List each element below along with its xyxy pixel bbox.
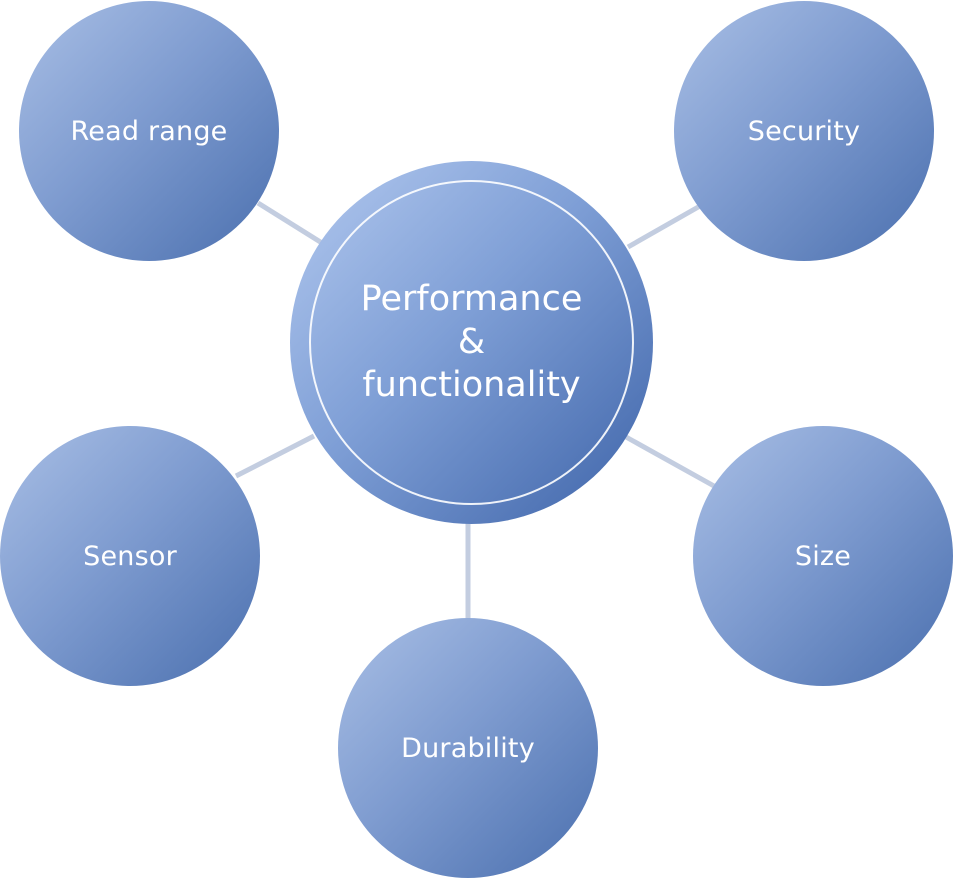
center-node: Performance & functionality — [290, 161, 653, 524]
connector-size — [624, 434, 716, 489]
center-ring — [309, 180, 634, 505]
connector-sensor — [234, 433, 316, 479]
connector-security — [626, 203, 702, 250]
center-title: Performance & functionality — [361, 278, 583, 407]
node-sensor-label: Sensor — [83, 540, 177, 572]
center-title-line2: & — [457, 322, 486, 362]
center-title-line1: Performance — [360, 279, 583, 319]
node-durability-label: Durability — [401, 732, 535, 764]
center-title-line3: functionality — [362, 365, 581, 405]
connector-read-range — [256, 200, 324, 246]
node-size: Size — [693, 426, 953, 686]
node-size-label: Size — [794, 540, 852, 572]
node-durability: Durability — [338, 618, 598, 878]
node-security: Security — [674, 1, 934, 261]
node-read-range: Read range — [19, 1, 279, 261]
node-security-label: Security — [747, 115, 861, 147]
node-read-range-label: Read range — [70, 115, 228, 147]
node-sensor: Sensor — [0, 426, 260, 686]
